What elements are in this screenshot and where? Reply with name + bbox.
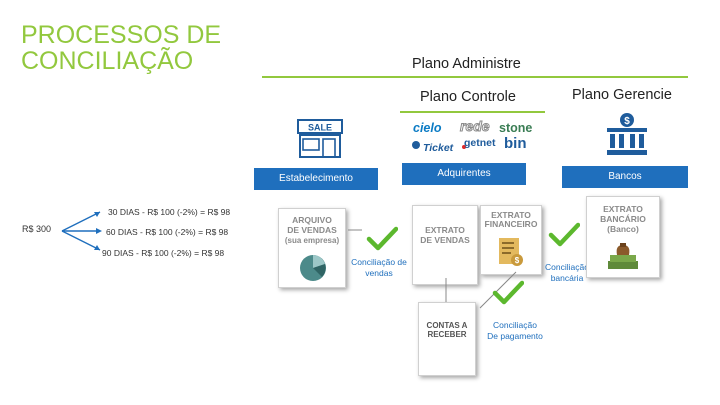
bank-icon: $ [607,113,647,155]
doc-extrato-bancario-l3: (Banco) [607,224,639,234]
title-line-2: CONCILIAÇÃO [21,47,194,75]
page-title: PROCESSOS DE CONCILIAÇÃO [21,22,221,74]
plan-controle-line [400,111,545,113]
money-bag-icon [608,243,638,269]
logo-stone: stone [499,121,533,135]
doc-extrato-vendas: EXTRATO DE VENDAS [412,205,478,285]
plan-administre-line [262,76,688,78]
plan-controle-label: Plano Controle [420,89,516,105]
plan-administre-label: Plano Administre [412,56,521,72]
label-conciliacao-pagamento: Conciliação De pagamento [480,320,550,342]
logo-ticket: Ticket [423,142,454,154]
doc-extrato-financeiro: EXTRATO FINANCEIRO $ [480,205,542,275]
label-conciliacao-vendas-l2: vendas [365,268,393,278]
bar-estabelecimento: Estabelecimento [254,168,378,190]
doc-extrato-bancario-l2: BANCÁRIO [600,214,646,224]
pie-chart-icon [300,255,326,281]
label-conciliacao-pagamento-l1: Conciliação [493,320,537,330]
doc-contas-receber-l2: RECEBER [427,330,467,339]
connector-vendas-to-contas [445,278,447,302]
doc-arquivo-vendas-l3: (sua empresa) [284,236,340,245]
bar-bancos: Bancos [562,166,688,188]
ticket-dot-icon [412,141,420,149]
arrow-arquivo-to-extrato [348,229,362,231]
check-icon-pagamento [492,280,524,305]
installments-arrows [61,211,102,251]
label-conciliacao-bancaria-l2: bancária [550,273,584,283]
logo-getnet: getnet [464,137,496,149]
doc-extrato-bancario-l1: EXTRATO [603,204,643,214]
doc-contas-receber: CONTAS A RECEBER [418,302,476,376]
doc-arquivo-vendas-l1: ARQUIVO [292,215,332,225]
label-conciliacao-pagamento-l2: De pagamento [487,331,543,341]
installments-total: R$ 300 [22,224,52,234]
doc-extrato-vendas-l2: DE VENDAS [420,235,470,245]
doc-extrato-financeiro-l2: FINANCEIRO [484,219,538,229]
doc-contas-receber-l1: CONTAS A [426,321,468,330]
doc-arquivo-vendas-l2: DE VENDAS [287,225,337,235]
getnet-dot-icon [462,145,466,149]
logo-cielo: cielo [413,121,442,135]
bar-adquirentes: Adquirentes [402,163,526,185]
doc-extrato-vendas-l1: EXTRATO [425,225,465,235]
check-icon-vendas [366,226,398,251]
doc-extrato-bancario: EXTRATO BANCÁRIO (Banco) [586,196,660,278]
check-icon-bancaria [548,222,580,247]
installment-line-1: 30 DIAS - R$ 100 (-2%) = R$ 98 [108,207,231,217]
label-conciliacao-vendas: Conciliação de vendas [344,257,414,279]
plan-gerencie-label: Plano Gerencie [572,87,672,103]
label-conciliacao-bancaria: Conciliação bancária [536,262,598,284]
doc-extrato-financeiro-l1: EXTRATO [491,210,531,220]
title-line-1: PROCESSOS DE [21,21,222,49]
logo-bin: bin [504,135,527,152]
installment-line-2: 60 DIAS - R$ 100 (-2%) = R$ 98 [106,227,229,237]
store-sign-text: SALE [308,123,332,133]
invoice-icon: $ [499,238,523,266]
connector-financeiro-to-contas [479,271,517,309]
svg-text:$: $ [624,116,630,127]
doc-arquivo-vendas: ARQUIVO DE VENDAS (sua empresa) [278,208,346,288]
svg-text:$: $ [515,256,520,265]
installment-line-3: 90 DIAS - R$ 100 (-2%) = R$ 98 [102,248,225,258]
logo-rede: rede [460,118,491,135]
label-conciliacao-vendas-l1: Conciliação de [351,257,407,267]
store-icon: SALE [297,119,343,158]
label-conciliacao-bancaria-l1: Conciliação [545,262,589,272]
